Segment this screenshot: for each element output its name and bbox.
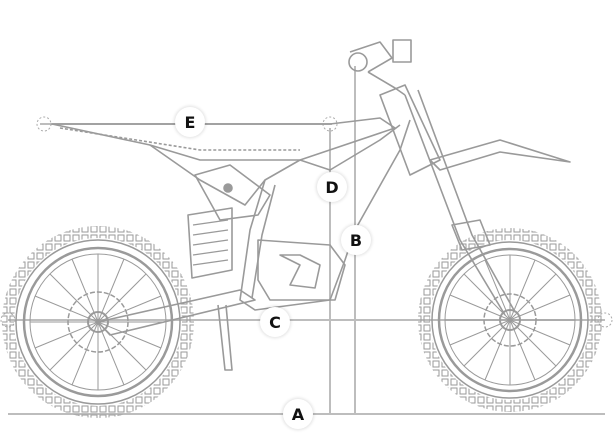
front-wheel [418,228,602,412]
dimension-label-a: A [283,399,313,429]
dimension-label-e: E [175,107,205,137]
dimension-label-c: C [260,307,290,337]
dimension-label-b: B [341,225,371,255]
dimension-label-d: D [317,172,347,202]
bike-body [51,39,571,371]
